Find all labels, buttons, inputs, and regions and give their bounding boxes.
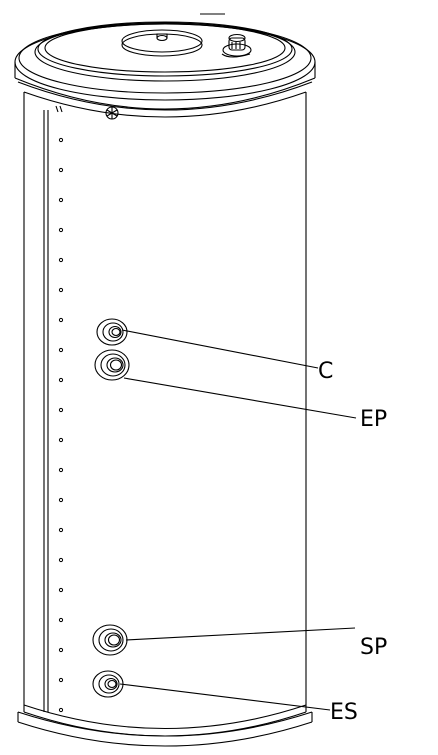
tank-body: [23, 92, 307, 712]
connection-c: [96, 318, 128, 346]
rivet-dot: [58, 557, 64, 563]
rivet-dot: [58, 137, 64, 143]
body-screw: [105, 106, 119, 120]
connection-sp: [92, 624, 128, 656]
leader-line-c: [121, 329, 319, 369]
rivet-dot: [58, 167, 64, 173]
leader-line-ep: [123, 377, 357, 419]
rivet-dot: [58, 437, 64, 443]
rivet-dot: [58, 497, 64, 503]
rivet-dot: [58, 527, 64, 533]
rivet-dot: [58, 287, 64, 293]
label-es: ES: [330, 700, 358, 725]
rivet-dot: [58, 677, 64, 683]
rivet-dot: [58, 347, 64, 353]
rivet-dot: [58, 467, 64, 473]
rivet-dot: [58, 377, 64, 383]
label-ep: EP: [360, 407, 387, 432]
rivet-column: [58, 137, 64, 713]
top-valve-fitting: [221, 33, 252, 58]
top-cap: [121, 29, 203, 57]
rivet-dot: [58, 647, 64, 653]
rivet-dot: [58, 197, 64, 203]
rivet-dot: [58, 617, 64, 623]
tank-top-lid: [14, 13, 316, 118]
leader-lines: [119, 329, 357, 711]
rivet-dot: [58, 587, 64, 593]
tank-bottom-base: [17, 704, 313, 747]
connection-ep: [94, 349, 130, 381]
rivet-dot: [58, 257, 64, 263]
rivet-dot: [58, 317, 64, 323]
rivet-dot: [58, 707, 64, 713]
rivet-dot: [58, 227, 64, 233]
connection-es: [92, 670, 124, 698]
leader-line-sp: [125, 627, 356, 641]
leader-line-es: [119, 683, 331, 711]
label-sp: SP: [360, 635, 387, 660]
label-c: C: [318, 359, 333, 384]
rivet-dot: [58, 407, 64, 413]
